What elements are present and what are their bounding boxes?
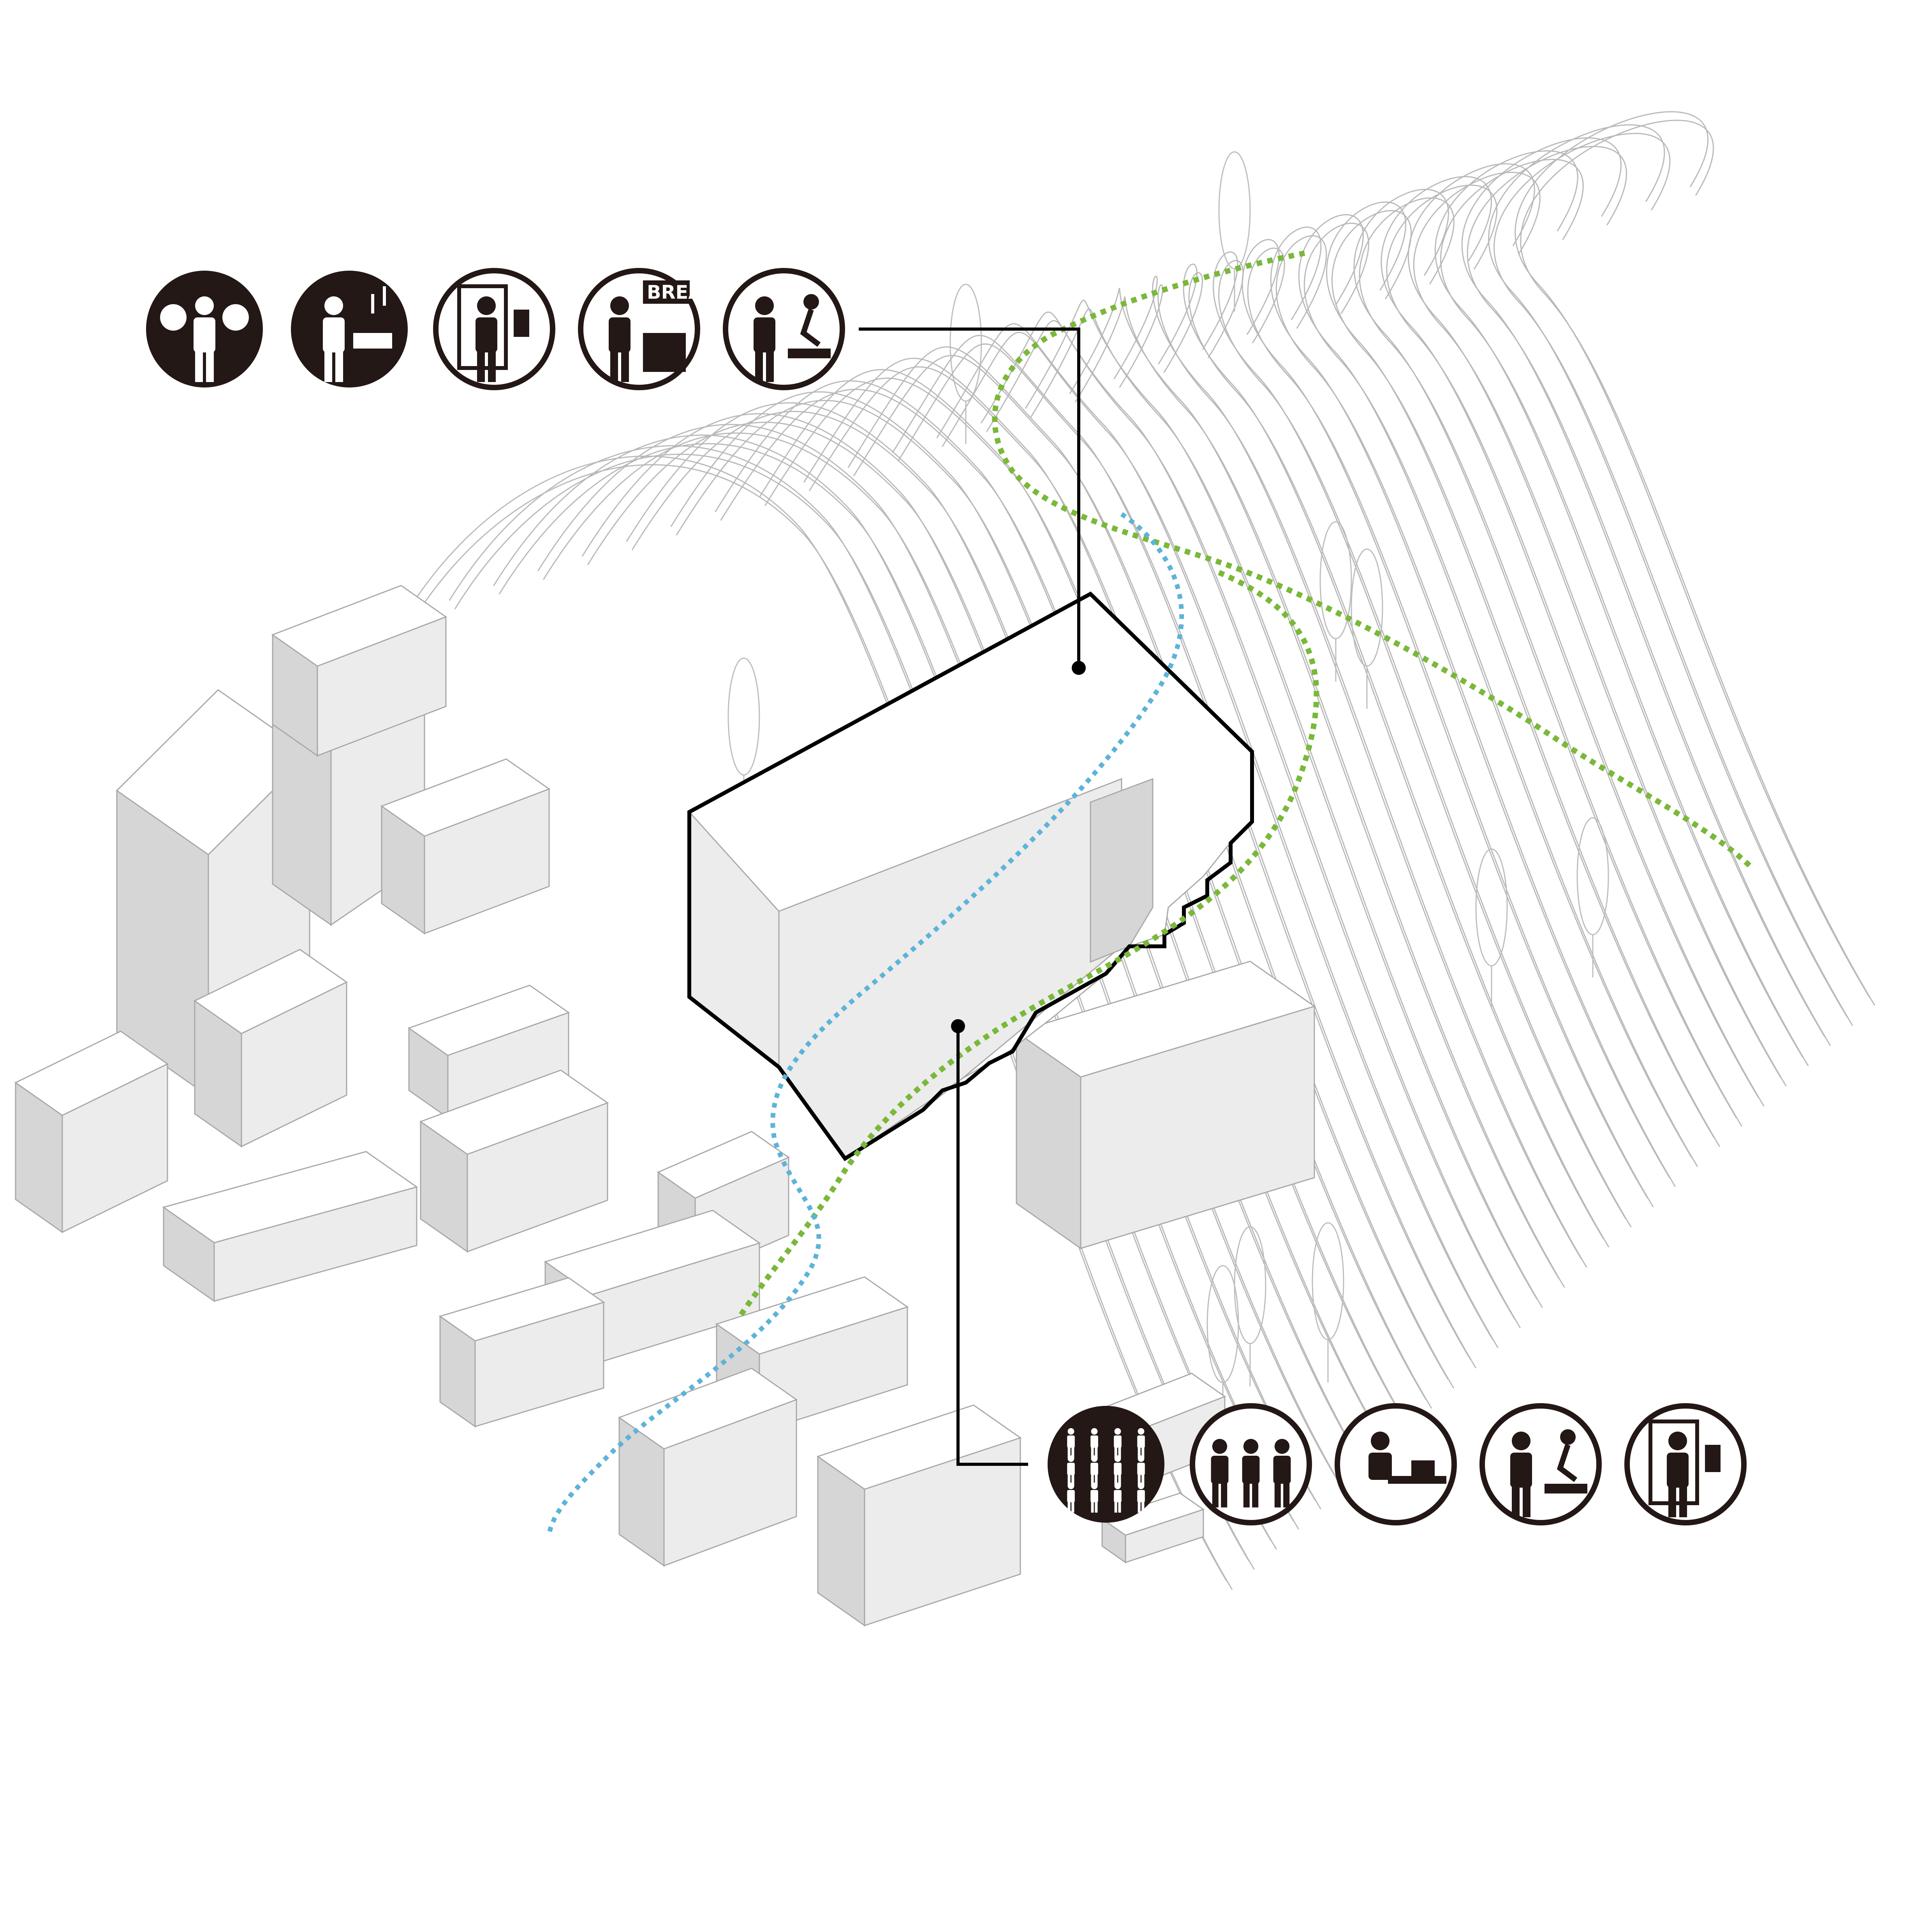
contour-line xyxy=(981,311,1515,1320)
neighbor-building xyxy=(419,1069,609,1253)
contour-line xyxy=(493,434,1272,1541)
contour-line xyxy=(404,456,1228,1582)
contour-step-edge xyxy=(1119,284,1587,1268)
contour-step-edge xyxy=(1413,172,1787,1087)
site-building xyxy=(687,591,1254,1161)
trees xyxy=(727,151,1609,1425)
tree xyxy=(949,284,982,444)
contour-step-edge xyxy=(1163,272,1610,1248)
neighbor-building xyxy=(1101,1492,1205,1564)
contour-line xyxy=(1434,150,1803,1058)
neighbor-building xyxy=(194,949,348,1148)
keypad-door-entry-icon xyxy=(433,268,555,390)
contour-step-edge xyxy=(1493,133,1853,1026)
contour-step-edge xyxy=(1074,296,1565,1288)
green-path-route xyxy=(992,250,1754,870)
contour-line xyxy=(936,323,1493,1340)
neighbor-building xyxy=(439,1277,605,1428)
contour-step-edge xyxy=(853,355,1455,1389)
contour-line xyxy=(1069,287,1560,1279)
contour-line xyxy=(1488,124,1848,1018)
contour-step-edge xyxy=(1303,222,1698,1167)
contour-line xyxy=(1407,163,1781,1078)
contour-step-edge xyxy=(410,464,1233,1590)
contour-step-edge xyxy=(1208,260,1632,1228)
contour-step-edge xyxy=(543,432,1299,1530)
green-path-branch xyxy=(738,570,1319,1318)
contour-line xyxy=(449,445,1250,1562)
contour-line xyxy=(1461,137,1826,1038)
person-working-at-desk-icon xyxy=(1335,1403,1457,1525)
neighbor-building xyxy=(618,1367,798,1567)
contour-line xyxy=(1381,176,1759,1098)
surrounding-buildings xyxy=(14,585,1316,1627)
leader-line-upper xyxy=(859,328,1086,675)
contour-line xyxy=(847,346,1449,1380)
neighbor-building xyxy=(816,1404,1022,1627)
contour-step-edge xyxy=(1275,235,1676,1187)
money-bags-person-icon xyxy=(146,271,263,387)
tree xyxy=(1218,151,1251,312)
bread-vendor-stall-icon: BREAD xyxy=(578,268,718,390)
upper-activity-icons: BREAD xyxy=(146,268,845,390)
contour-step-edge xyxy=(1030,308,1543,1308)
tree xyxy=(1351,548,1383,709)
contour-step-edge xyxy=(498,443,1277,1550)
tree xyxy=(1475,848,1508,1009)
tree xyxy=(1576,817,1609,977)
neighbor-building xyxy=(407,984,570,1119)
svg-text:BREAD: BREAD xyxy=(647,282,718,303)
contour-line xyxy=(537,424,1294,1521)
blue-path-route xyxy=(547,512,1184,1535)
neighbor-building xyxy=(380,758,551,935)
contour-step-edge xyxy=(1386,185,1765,1107)
keypad-door-entry-icon xyxy=(1624,1403,1747,1525)
contour-step-edge xyxy=(942,331,1499,1349)
three-people-standing-icon xyxy=(1190,1403,1312,1525)
tree xyxy=(1319,521,1352,682)
leader-line-lower xyxy=(951,1019,1028,1466)
neighbor-building xyxy=(14,1030,169,1233)
contour-step-edge xyxy=(1440,159,1809,1066)
site-boundary-outline xyxy=(687,591,1254,1161)
person-with-skateboarder-icon xyxy=(723,268,845,390)
neighbor-building xyxy=(162,1151,418,1302)
neighbor-building xyxy=(271,585,447,757)
contour-step-edge xyxy=(986,320,1521,1328)
crowd-gathering-icon xyxy=(1048,1406,1164,1523)
contour-step-edge xyxy=(454,454,1255,1570)
contour-line xyxy=(1025,299,1537,1300)
contour-step-edge xyxy=(1467,146,1831,1046)
contour-line xyxy=(1515,111,1870,997)
entertainer-music-icon xyxy=(291,271,408,387)
contour-line xyxy=(581,413,1316,1501)
tree xyxy=(1312,1222,1344,1383)
neighbor-building xyxy=(1015,960,1316,1250)
contour-step-edge xyxy=(1247,247,1654,1208)
person-with-skateboarder-icon xyxy=(1479,1403,1602,1525)
lower-activity-icons xyxy=(1048,1403,1747,1525)
contour-step-edge xyxy=(1520,120,1876,1006)
